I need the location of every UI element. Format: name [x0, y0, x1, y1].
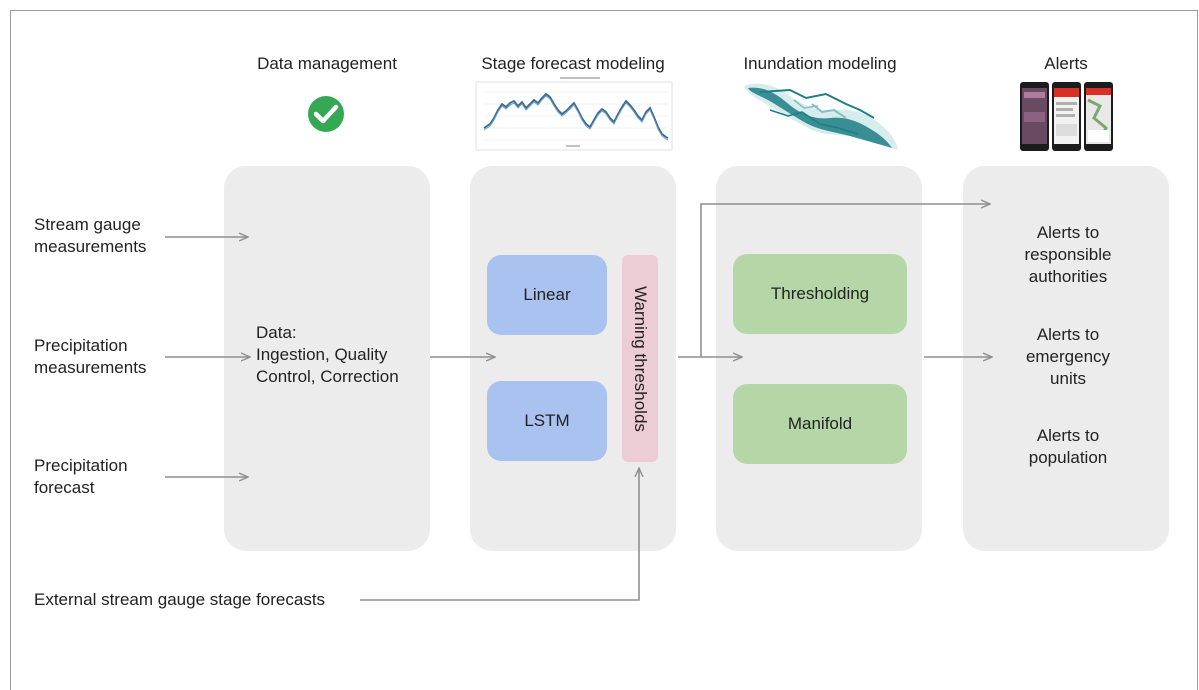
panel-inundation — [716, 166, 922, 551]
data-text-line2: Ingestion, Quality — [256, 345, 388, 364]
model-thresholding: Thresholding — [733, 254, 907, 334]
input-precip-meas-line1: Precipitation — [34, 336, 128, 355]
data-processing-text: Data: Ingestion, Quality Control, Correc… — [256, 322, 399, 388]
check-circle-icon — [308, 96, 344, 132]
title-inundation: Inundation modeling — [743, 54, 897, 73]
inundation-map-thumbnail — [744, 83, 898, 150]
input-precip-forecast-line2: forecast — [34, 478, 95, 497]
alert-population: Alerts to population — [966, 425, 1170, 469]
model-lstm: LSTM — [487, 381, 607, 461]
model-manifold: Manifold — [733, 384, 907, 464]
warning-thresholds: Warning thresholds — [622, 255, 658, 462]
input-stream-gauge-line2: measurements — [34, 237, 147, 256]
data-text-line3: Control, Correction — [256, 367, 399, 386]
alert-authorities-line3: authorities — [1028, 267, 1108, 286]
alert-emergency-units: Alerts to emergency units — [966, 324, 1170, 390]
data-text-line1: Data: — [256, 323, 297, 342]
arrow-bypass-to-alerts — [700, 204, 990, 357]
input-stream-gauge: Stream gauge measurements — [34, 214, 146, 258]
alert-authorities-line1: Alerts to — [1036, 223, 1100, 242]
model-linear: Linear — [487, 255, 607, 335]
input-precip-forecast: Precipitation forecast — [34, 455, 128, 499]
alert-population-line1: Alerts to — [1036, 426, 1100, 445]
alert-emergency-line1: Alerts to — [1036, 325, 1100, 344]
stage-chart-thumbnail — [475, 77, 673, 151]
alert-population-line2: population — [1028, 448, 1108, 467]
input-precip-measurements: Precipitation measurements — [34, 335, 146, 379]
input-precip-meas-line2: measurements — [34, 358, 147, 377]
input-external-forecasts: External stream gauge stage forecasts — [34, 590, 326, 609]
alert-authorities-line2: responsible — [1024, 245, 1112, 264]
title-data-management: Data management — [257, 54, 397, 73]
alert-emergency-line2: emergency — [1025, 347, 1111, 366]
alert-emergency-line3: units — [1050, 369, 1086, 388]
arrow-external-to-thresholds — [360, 468, 639, 601]
title-alerts: Alerts — [1044, 54, 1088, 73]
phone-screens-icon — [1020, 82, 1113, 151]
input-stream-gauge-line1: Stream gauge — [34, 215, 141, 234]
input-precip-forecast-line1: Precipitation — [34, 456, 128, 475]
diagram-frame — [10, 10, 1198, 690]
title-stage-forecast: Stage forecast modeling — [481, 54, 665, 73]
panel-data-management — [224, 166, 430, 551]
alert-authorities: Alerts to responsible authorities — [966, 222, 1170, 288]
panel-alerts — [963, 166, 1169, 551]
